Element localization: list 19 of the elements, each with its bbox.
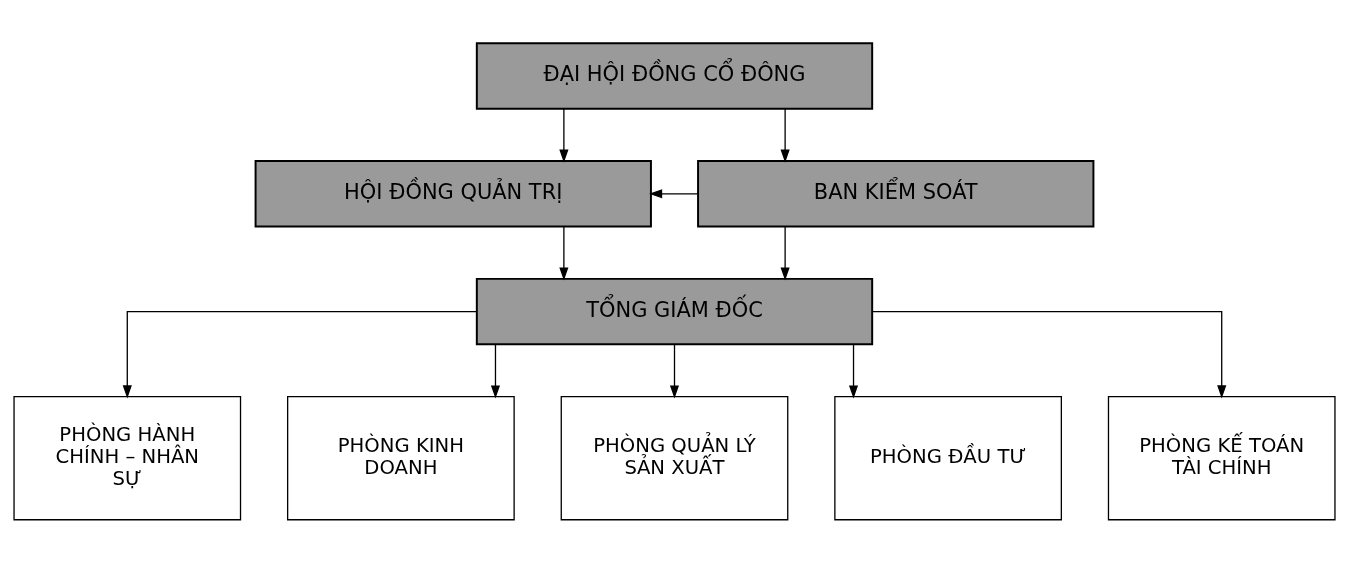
arrow [871, 310, 1227, 399]
node-box: HỘI ĐỒNG QUẢN TRỊ [254, 160, 652, 228]
node-box: PHÒNG QUẢN LÝ SẢN XUẤT [560, 396, 789, 521]
arrow [559, 108, 569, 163]
arrow [559, 225, 569, 281]
node-box: PHÒNG HÀNH CHÍNH – NHÂN SỰ [13, 396, 242, 521]
arrow [848, 343, 859, 399]
arrow [649, 189, 699, 199]
node-box: TỔNG GIÁM ĐỐC [475, 277, 874, 346]
arrow [669, 343, 680, 399]
arrow [780, 225, 790, 281]
node-box: PHÒNG KINH DOANH [287, 396, 515, 521]
node-box: ĐẠI HỘI ĐỒNG CỔ ĐÔNG [475, 42, 874, 110]
node-box: PHÒNG ĐẦU TƯ [834, 396, 1062, 521]
node-box: PHÒNG KẾ TOÁN TÀI CHÍNH [1107, 396, 1336, 521]
arrow [490, 343, 501, 399]
arrow [780, 108, 790, 163]
arrow [122, 310, 478, 399]
node-box: BAN KIỂM SOÁT [697, 160, 1095, 228]
